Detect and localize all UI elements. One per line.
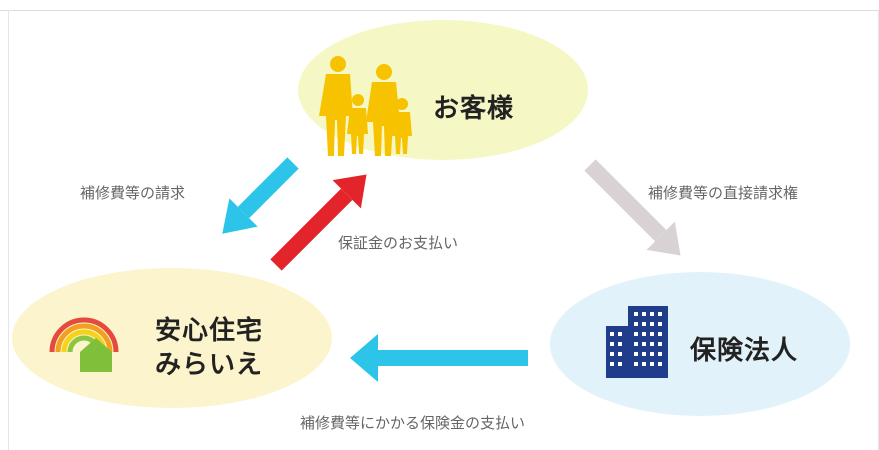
insurer-node	[550, 272, 850, 416]
customer-label: お客様	[433, 94, 515, 124]
frame-border-top	[0, 10, 879, 11]
customer-node	[298, 20, 588, 160]
repair-claim-label: 補修費等の請求	[80, 184, 186, 202]
office-building-icon	[606, 306, 668, 378]
insurance-payment-arrow	[350, 334, 528, 382]
frame-border-left	[8, 10, 9, 450]
company-node	[12, 268, 332, 408]
company-label-line1: 安心住宅	[155, 316, 264, 346]
insurer-label: 保険法人	[690, 336, 799, 366]
family-icon	[319, 56, 412, 156]
insurance-payment-label: 補修費等にかかる保険金の支払い	[300, 414, 526, 432]
guarantee-payment-arrow	[270, 174, 367, 271]
direct-claim-right-label: 補修費等の直接請求権	[648, 184, 799, 202]
guarantee-payment-label: 保証金のお支払い	[338, 234, 459, 252]
company-label-line2: みらいえ	[155, 350, 264, 380]
rainbow-house-logo	[49, 317, 119, 372]
direct-claim-right-arrow	[584, 159, 681, 256]
repair-claim-arrow	[222, 157, 299, 234]
